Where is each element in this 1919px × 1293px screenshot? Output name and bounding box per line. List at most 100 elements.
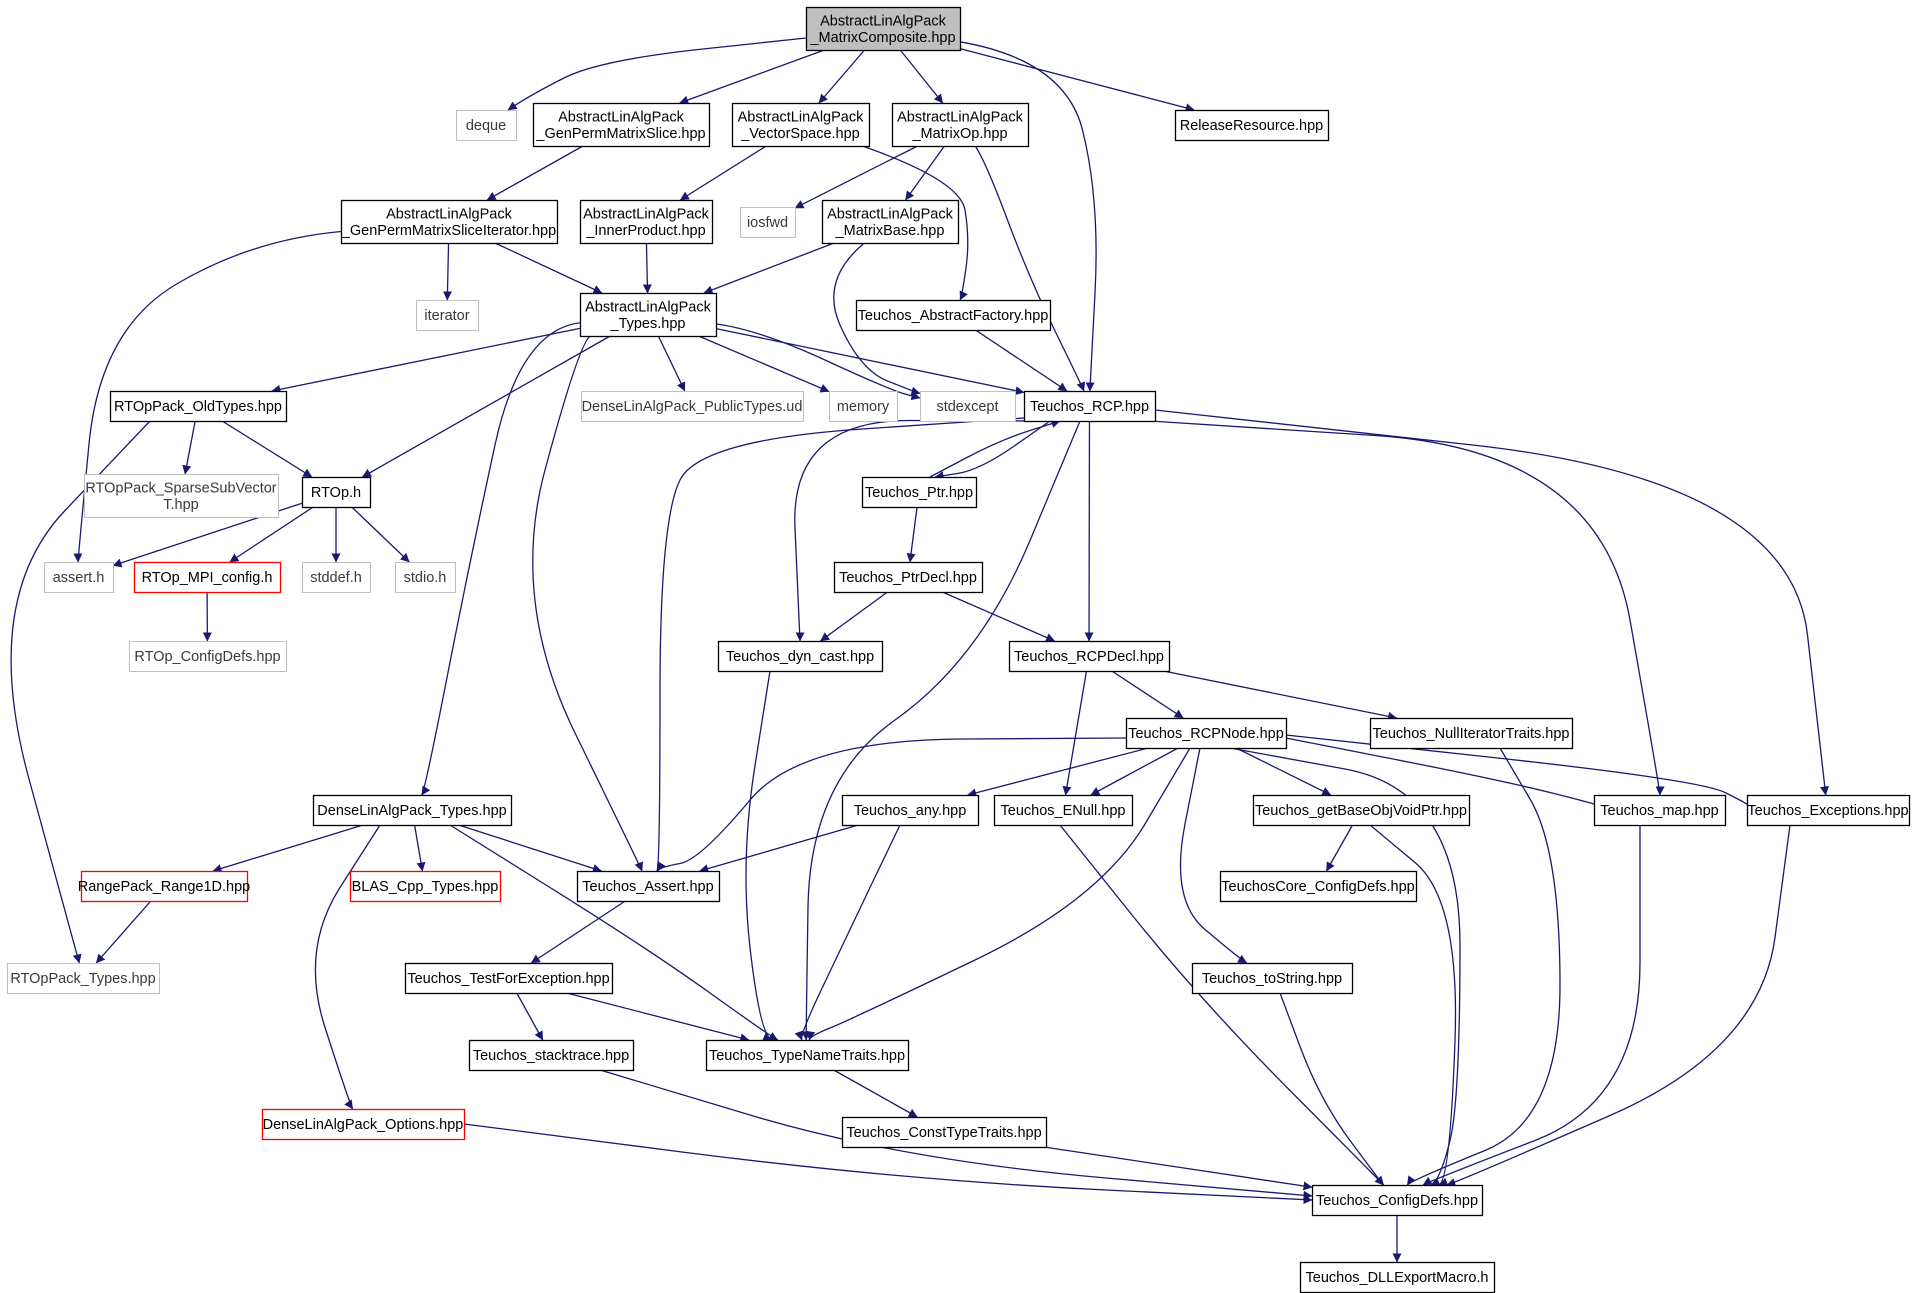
node-ptr[interactable]: Teuchos_Ptr.hpp: [861, 476, 978, 509]
node-genperm_iter[interactable]: AbstractLinAlgPack_GenPermMatrixSliceIte…: [340, 199, 559, 245]
edge-getbaseobj-to-configdefs: [1369, 824, 1457, 1187]
node-deque[interactable]: deque: [456, 110, 517, 141]
node-box: [456, 110, 517, 141]
node-testforexc[interactable]: Teuchos_TestForException.hpp: [404, 962, 614, 995]
edge-alap_types-to-rtop_h: [361, 335, 611, 478]
edge-matrixbase-to-stdexcept: [833, 242, 921, 396]
node-dllexport[interactable]: Teuchos_DLLExportMacro.h: [1299, 1261, 1496, 1293]
edge-rcpdecl-to-enull: [1062, 670, 1088, 796]
node-configdefs_rtop[interactable]: RTOp_ConfigDefs.hpp: [129, 641, 287, 672]
edge-ptrdecl-to-rcpdecl: [942, 591, 1056, 642]
node-box: [416, 300, 479, 331]
node-iosfwd[interactable]: iosfwd: [740, 207, 796, 238]
node-label: AbstractLinAlgPack: [585, 299, 711, 315]
node-matrixbase[interactable]: AbstractLinAlgPack_MatrixBase.hpp: [821, 199, 960, 245]
node-rcp[interactable]: Teuchos_RCP.hpp: [1023, 390, 1157, 423]
node-innerproduct[interactable]: AbstractLinAlgPack_InnerProduct.hpp: [579, 199, 714, 245]
edge-rcpnode-to-enull: [1090, 747, 1179, 796]
node-memory[interactable]: memory: [829, 391, 898, 422]
node-nulliter[interactable]: Teuchos_NullIteratorTraits.hpp: [1369, 717, 1574, 750]
node-label: AbstractLinAlgPack: [558, 109, 684, 125]
edge-rcpnode-to-map: [1285, 737, 1603, 810]
node-vectorspace[interactable]: AbstractLinAlgPack_VectorSpace.hpp: [731, 102, 871, 148]
node-box: [841, 1116, 1048, 1149]
node-coreconfig[interactable]: TeuchosCore_ConfigDefs.hpp: [1219, 870, 1418, 903]
node-exceptions[interactable]: Teuchos_Exceptions.hpp: [1746, 794, 1911, 827]
node-rcpnode[interactable]: Teuchos_RCPNode.hpp: [1125, 717, 1288, 750]
node-tostring[interactable]: Teuchos_toString.hpp: [1191, 962, 1354, 995]
node-typenametraits[interactable]: Teuchos_TypeNameTraits.hpp: [705, 1039, 910, 1072]
node-map[interactable]: Teuchos_map.hpp: [1593, 794, 1727, 827]
node-publictypes[interactable]: DenseLinAlgPack_PublicTypes.ud: [581, 391, 804, 422]
node-root[interactable]: AbstractLinAlgPack_MatrixComposite.hpp: [805, 6, 962, 52]
node-assert_h[interactable]: assert.h: [44, 562, 114, 593]
edge-matrixop-to-iosfwd: [794, 145, 918, 209]
node-label: AbstractLinAlgPack: [583, 206, 709, 222]
edge-testforexc-to-typenametraits: [566, 992, 750, 1043]
edge-alap_types-to-rcp: [715, 327, 1025, 396]
node-consttypetraits[interactable]: Teuchos_ConstTypeTraits.hpp: [841, 1116, 1048, 1149]
edge-rcpnode-to-any: [967, 747, 1149, 798]
node-getbaseobj[interactable]: Teuchos_getBaseObjVoidPtr.hpp: [1252, 794, 1471, 827]
edge-rcp-to-exceptions: [1154, 409, 1829, 796]
node-options[interactable]: DenseLinAlgPack_Options.hpp: [261, 1108, 466, 1141]
node-enull[interactable]: Teuchos_ENull.hpp: [993, 794, 1134, 827]
node-box: [731, 102, 871, 148]
edge-rcp-to-teuchos_assert: [656, 417, 1025, 872]
node-dlap_types[interactable]: DenseLinAlgPack_Types.hpp: [312, 794, 513, 827]
node-blas[interactable]: BLAS_Cpp_Types.hpp: [349, 870, 502, 903]
node-box: [1219, 870, 1418, 903]
node-box: [740, 207, 796, 238]
edge-innerproduct-to-alap_types: [642, 242, 652, 294]
node-box: [705, 1039, 910, 1072]
node-label: _MatrixOp.hpp: [911, 126, 1007, 142]
node-configdefs[interactable]: Teuchos_ConfigDefs.hpp: [1311, 1184, 1484, 1217]
node-ptrdecl[interactable]: Teuchos_PtrDecl.hpp: [833, 561, 984, 594]
node-stddef[interactable]: stddef.h: [302, 562, 371, 593]
node-stdio[interactable]: stdio.h: [395, 562, 456, 593]
edge-dlap_types-to-typenametraits: [449, 824, 779, 1041]
edge-alap_types-to-dlap_types: [421, 322, 581, 796]
edge-rcpnode-to-tostring: [1179, 747, 1248, 964]
node-label: Teuchos_ENull.hpp: [1001, 803, 1126, 819]
node-rtop_oldtypes[interactable]: RTOpPack_OldTypes.hpp: [109, 390, 288, 423]
node-label: _MatrixComposite.hpp: [809, 30, 955, 46]
node-alap_types[interactable]: AbstractLinAlgPack_Types.hpp: [579, 292, 718, 338]
node-box: [829, 391, 898, 422]
edge-dlap_types-to-blas: [413, 824, 426, 872]
node-label: Teuchos_any.hpp: [854, 803, 967, 819]
node-box: [84, 474, 279, 518]
node-label: RTOp.h: [311, 485, 361, 501]
node-label: Teuchos_NullIteratorTraits.hpp: [1373, 726, 1570, 742]
node-rcpdecl[interactable]: Teuchos_RCPDecl.hpp: [1008, 640, 1171, 673]
node-abstractfactory[interactable]: Teuchos_AbstractFactory.hpp: [855, 299, 1052, 332]
node-iterator[interactable]: iterator: [416, 300, 479, 331]
node-mpi_config[interactable]: RTOp_MPI_config.h: [133, 561, 282, 594]
node-box: [340, 199, 559, 245]
node-label: iosfwd: [747, 215, 788, 231]
node-genperm_slice[interactable]: AbstractLinAlgPack_GenPermMatrixSlice.hp…: [532, 102, 711, 148]
node-box: [861, 476, 978, 509]
edge-genperm_iter-to-assert_h: [73, 230, 342, 563]
node-teuchos_assert[interactable]: Teuchos_Assert.hpp: [576, 870, 721, 903]
node-rtoppack_types[interactable]: RTOpPack_Types.hpp: [7, 963, 160, 994]
node-dyn_cast[interactable]: Teuchos_dyn_cast.hpp: [717, 640, 884, 673]
node-label: AbstractLinAlgPack: [738, 109, 864, 125]
edge-root-to-rcp: [959, 41, 1097, 392]
edge-rcpnode-to-getbaseobj: [1235, 747, 1332, 796]
node-stdexcept[interactable]: stdexcept: [920, 391, 1016, 422]
node-releaseresource[interactable]: ReleaseResource.hpp: [1174, 109, 1330, 142]
node-matrixop[interactable]: AbstractLinAlgPack_MatrixOp.hpp: [891, 102, 1030, 148]
edge-dlap_types-to-range1d: [212, 824, 364, 873]
node-label: Teuchos_map.hpp: [1600, 803, 1719, 819]
node-label: _GenPermMatrixSlice.hpp: [535, 126, 705, 142]
edge-stacktrace-to-configdefs: [599, 1069, 1313, 1200]
node-rtop_h[interactable]: RTOp.h: [301, 476, 372, 509]
node-any[interactable]: Teuchos_any.hpp: [841, 794, 980, 827]
node-box: [717, 640, 884, 673]
edge-rcpdecl-to-nulliter: [1163, 670, 1398, 721]
node-range1d[interactable]: RangePack_Range1D.hpp: [78, 870, 251, 903]
node-label: Teuchos_RCP.hpp: [1030, 399, 1149, 415]
node-stacktrace[interactable]: Teuchos_stacktrace.hpp: [468, 1039, 635, 1072]
